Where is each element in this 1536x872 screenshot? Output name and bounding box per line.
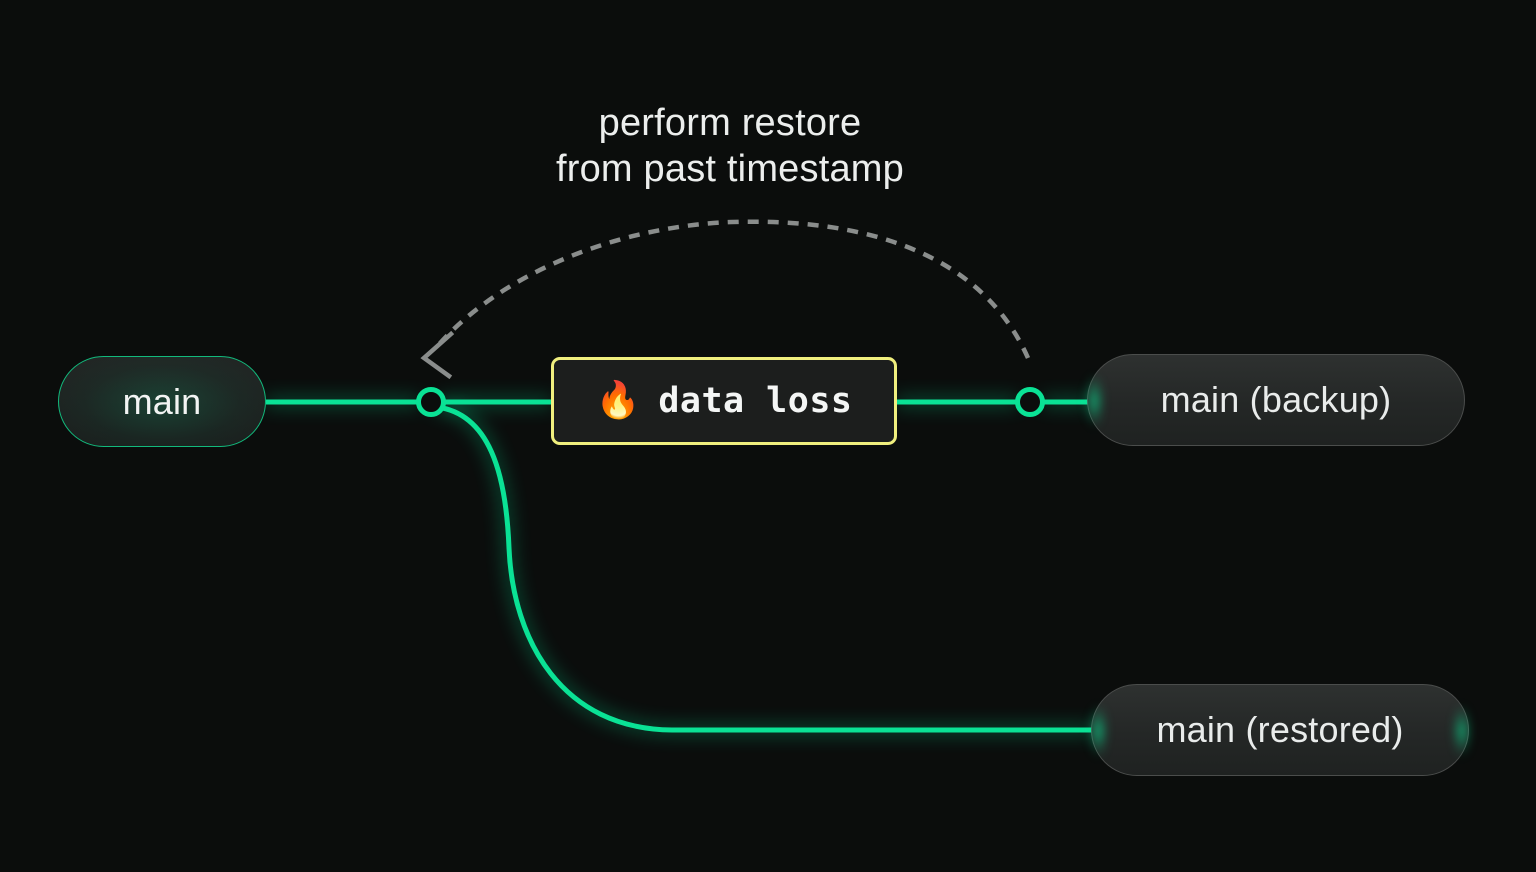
restored-right-glow — [1454, 694, 1480, 768]
restored-left-glow — [1080, 694, 1106, 768]
node-main-backup-label: main (backup) — [1160, 379, 1392, 420]
restore-arrowhead-icon — [420, 330, 455, 380]
wire-glow — [266, 399, 1095, 733]
restore-annotation-label: perform restore from past timestamp — [555, 102, 904, 190]
data-loss-label: data loss — [658, 381, 853, 421]
commit-node-branch-point[interactable] — [416, 387, 446, 417]
restore-arrow-path — [432, 219, 1031, 359]
data-loss-event[interactable]: 🔥 data loss — [551, 357, 897, 445]
node-main-label: main — [122, 380, 202, 422]
node-main-restored-label: main (restored) — [1156, 709, 1404, 750]
commit-node-backup[interactable] — [1015, 387, 1045, 417]
node-main-restored[interactable]: main (restored) — [1080, 684, 1480, 776]
fire-emoji: 🔥 — [595, 379, 641, 420]
node-main[interactable]: main — [25, 323, 299, 480]
node-main-backup[interactable]: main (backup) — [1076, 354, 1465, 446]
backup-left-glow — [1076, 364, 1102, 438]
edge-branchpoint-to-restored — [434, 404, 1097, 733]
